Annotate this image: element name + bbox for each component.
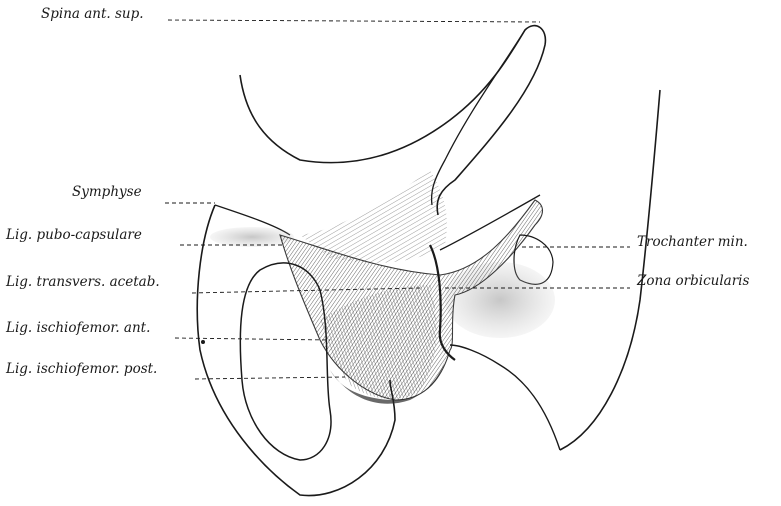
leader-spina (168, 20, 540, 22)
femur-shaft-right (560, 90, 660, 450)
label-lig-pubo-capsulare: Lig. pubo-capsulare (6, 229, 142, 243)
label-lig-ischiofemor-post: Lig. ischiofemor. post. (6, 363, 157, 377)
pointer-dot (201, 340, 205, 344)
iliac-crest-inner (432, 30, 525, 205)
label-spina-ant-sup: Spina ant. sup. (41, 8, 144, 22)
label-symphyse: Symphyse (72, 186, 142, 200)
femur-neck-lower (450, 345, 560, 450)
label-lig-ischiofemor-ant: Lig. ischiofemor. ant. (6, 322, 150, 336)
leader-ischiofemor-post (195, 377, 345, 379)
label-lig-transvers-acetab: Lig. transvers. acetab. (6, 276, 160, 290)
iliac-wing-outline (240, 26, 545, 215)
label-trochanter-min: Trochanter min. (637, 236, 748, 250)
label-zona-orbicularis: Zona orbicularis (637, 275, 749, 289)
